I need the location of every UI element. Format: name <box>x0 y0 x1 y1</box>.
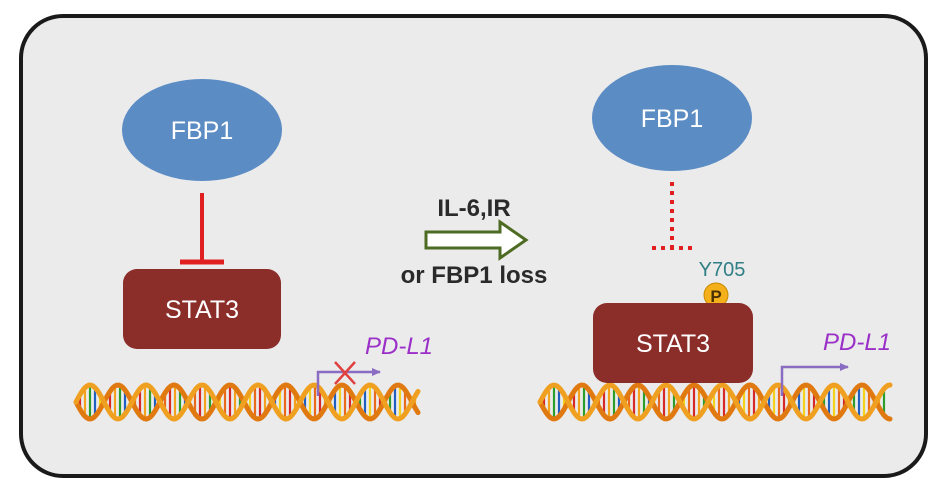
inhibition-arrow-left <box>180 193 224 265</box>
stat3-label-right: STAT3 <box>636 330 710 358</box>
fbp1-label-right: FBP1 <box>641 105 704 133</box>
inhibition-arrow-right-dotted <box>652 182 694 250</box>
fbp1-node-right <box>592 65 752 171</box>
phospho-label: P <box>710 287 721 306</box>
dna-helix-left <box>73 382 421 422</box>
stimulus-line1: IL-6,IR <box>437 195 510 222</box>
stat3-node-left <box>123 269 281 349</box>
stimulus-line2: or FBP1 loss <box>401 262 548 289</box>
tss-arrow-active <box>780 363 849 396</box>
y705-label: Y705 <box>699 259 746 281</box>
dna-strand <box>73 382 421 422</box>
dna-strand <box>537 382 893 422</box>
transition-arrow-icon <box>424 219 529 261</box>
block-cross-icon <box>334 361 356 385</box>
fbp1-node-left <box>122 79 282 181</box>
pdl1-label-right: PD-L1 <box>823 329 891 356</box>
stat3-node-right <box>593 303 753 383</box>
dna-strand <box>537 382 893 422</box>
pdl1-label-left: PD-L1 <box>365 333 433 360</box>
fbp1-label-left: FBP1 <box>171 117 234 145</box>
stat3-label-left: STAT3 <box>165 296 239 324</box>
tss-arrow-blocked <box>316 368 381 396</box>
dna-helix-right <box>537 382 893 422</box>
